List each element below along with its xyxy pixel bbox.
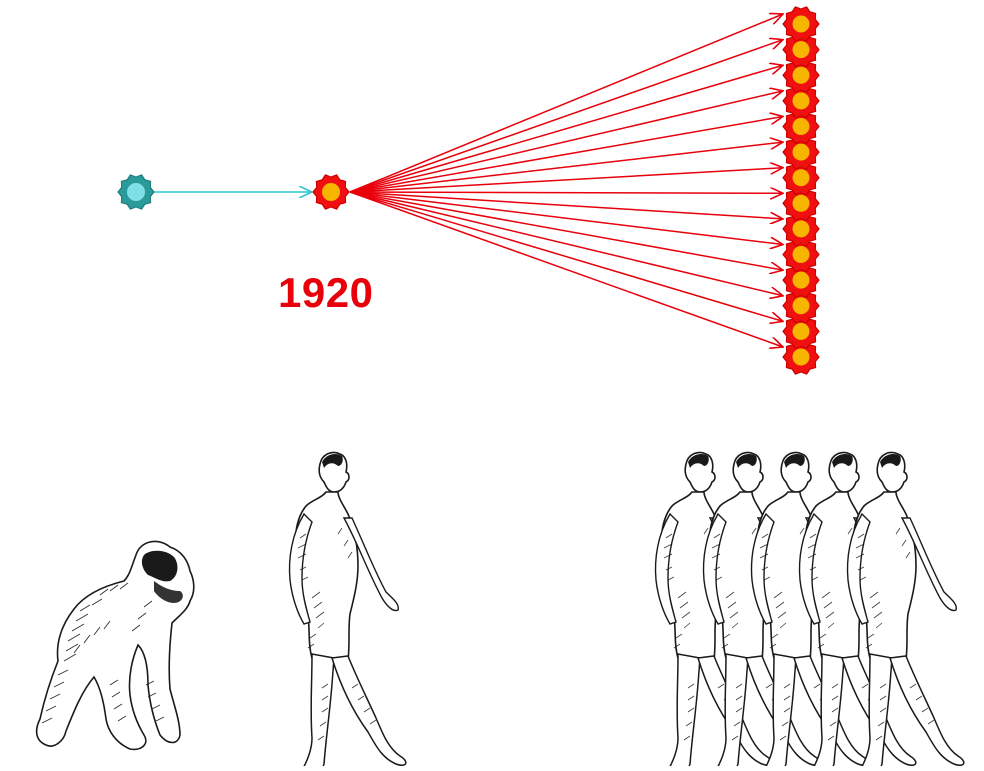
- target-node: [782, 288, 820, 324]
- fan-arrow: [349, 40, 783, 193]
- target-node: [782, 159, 820, 196]
- ancestor-node-shape: [117, 174, 155, 210]
- human-sketch: [288, 451, 407, 771]
- fan-arrow: [349, 191, 783, 347]
- fan-arrow: [349, 91, 783, 193]
- fan-arrows: [349, 14, 783, 347]
- fan-arrow: [349, 191, 783, 270]
- target-node: [782, 185, 820, 222]
- year-label: 1920: [278, 269, 374, 316]
- target-node: [782, 262, 820, 298]
- fan-arrow: [349, 191, 783, 296]
- fan-arrow: [349, 191, 783, 321]
- target-node: [782, 57, 820, 93]
- target-node: [782, 6, 820, 42]
- ape-sketch: [35, 540, 195, 751]
- target-node: [782, 83, 820, 119]
- fan-arrow: [349, 14, 783, 193]
- fan-arrow: [349, 191, 783, 219]
- ancestor-node: [117, 174, 155, 210]
- human-group: [654, 451, 965, 771]
- hub-node-1920: [312, 174, 350, 210]
- target-node-column: [782, 6, 820, 375]
- fan-arrow: [349, 191, 783, 245]
- fan-arrow: [349, 192, 783, 193]
- target-node: [782, 211, 820, 247]
- fan-arrow: [349, 65, 783, 193]
- hub-node-shape: [312, 174, 350, 210]
- fan-arrow: [349, 116, 783, 193]
- human-group-figure: [846, 451, 965, 771]
- fan-arrow: [349, 142, 783, 193]
- fan-arrow: [349, 168, 783, 193]
